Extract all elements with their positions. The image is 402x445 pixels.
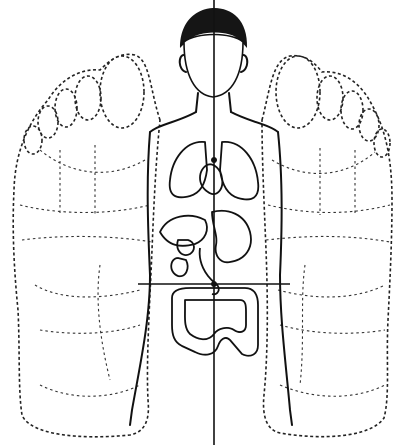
right-big-toe [276, 56, 320, 128]
liver [160, 216, 207, 246]
left-foot-zone-line [98, 265, 110, 380]
right-toe-2 [317, 76, 343, 120]
right-foot-zone-line [280, 385, 385, 396]
right-foot-zone-line [300, 265, 305, 385]
left-toe-3 [55, 89, 77, 127]
right-foot-zone-line [272, 152, 375, 173]
left-foot-zone-line [35, 285, 140, 297]
left-toe-2 [75, 76, 101, 120]
left-foot-zone-line [22, 236, 152, 242]
right-toe-3 [341, 91, 363, 129]
right-toe-5 [374, 129, 390, 157]
organs [160, 142, 258, 356]
left-kidney [171, 258, 187, 276]
left-shoulder [150, 112, 196, 132]
torso-right-side [278, 132, 292, 425]
small-intestine [185, 300, 246, 339]
heart [200, 164, 222, 194]
left-foot-zone-line [40, 325, 140, 333]
gallbladder [177, 240, 194, 255]
right-foot-zone-line [266, 236, 390, 242]
left-foot-zone-line [20, 205, 150, 213]
neck [196, 93, 198, 112]
stomach [212, 211, 251, 262]
right-foot-zone-line [280, 325, 385, 333]
left-toe-5 [24, 126, 42, 154]
left-foot-zone-line [40, 385, 140, 396]
center-point [211, 281, 217, 287]
human-figure [130, 8, 292, 425]
heart-point [211, 157, 217, 163]
right-foot-zone-line [278, 285, 385, 297]
neck [229, 93, 231, 112]
right-lung [220, 142, 258, 200]
right-foot-zone-line [268, 205, 390, 213]
reference-axes [138, 0, 290, 445]
torso-left-side [130, 132, 150, 425]
left-foot-zone-line [40, 150, 145, 172]
left-big-toe [100, 56, 144, 128]
right-shoulder [231, 112, 278, 132]
